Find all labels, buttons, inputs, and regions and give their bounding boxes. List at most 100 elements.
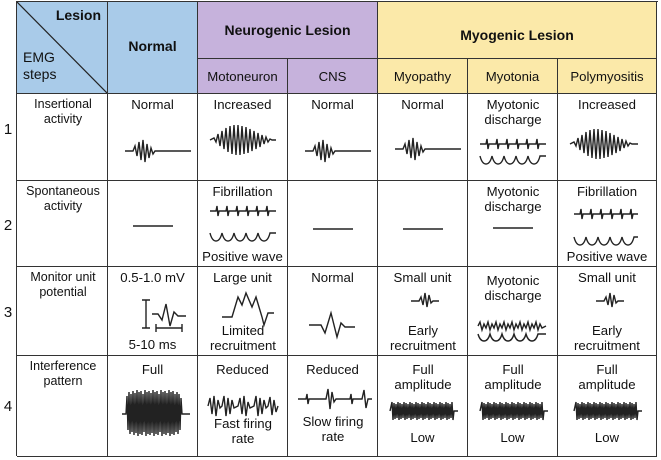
row1-myotonia: Myotonic discharge [468,94,558,181]
row2-polymyositis: Fibrillation Positive wave [558,181,657,267]
header-neurogenic-label: Neurogenic Lesion [224,22,351,38]
row3-myopathy: Small unit Early recruitment [378,267,468,356]
row2-myotonia-text: Myotonic discharge [484,184,542,214]
row1-myopathy: Normal [378,94,468,181]
header-motoneuron: Motoneuron [198,59,288,94]
corner-diagonal [17,2,107,93]
row2-myopathy-wave [403,228,443,230]
header-myopathy-label: Myopathy [393,69,452,84]
row1-cns-wave [305,139,371,163]
row1-normal-text: Normal [131,97,174,112]
row3-cns: Normal [288,267,378,356]
row4-normal: Full [108,356,198,457]
row3-myotonia-wave-positive [477,331,546,342]
row3-normal-bottom: 5-10 ms [128,337,177,352]
row-number-1: 1 [3,121,13,138]
row-number-3: 3 [3,304,13,321]
row4-myotonia-bottom: Low [500,430,525,445]
row2-label: Spontaneous activity [26,184,100,213]
row3-myotonia-wave-spikes [477,319,547,333]
row2-motoneuron-top: Fibrillation [212,184,273,199]
row2-cns-wave [313,228,353,230]
row4-myopathy-top: Full amplitude [394,362,452,392]
row4-motoneuron: Reduced Fast firing rate [198,356,288,457]
row2-motoneuron-positive-wave [209,232,276,242]
emg-table: Lesion EMG steps Normal Neurogenic Lesio… [16,1,658,457]
row2-polymyositis-fibrillation-wave [574,208,638,220]
row1-motoneuron-text: Increased [213,97,272,112]
row1-myotonia-wave-positive [479,155,546,165]
row1-motoneuron: Increased [198,94,288,181]
row1-myotonia-wave-spikes [480,138,546,150]
row3-polymyositis-mup-wave [596,292,624,308]
header-cns: CNS [288,59,378,94]
row2-myotonia-wave [493,227,533,229]
row3-motoneuron-top: Large unit [213,270,272,285]
row3-myopathy-top: Small unit [393,270,452,285]
row3-myopathy-mup-wave [411,292,439,308]
row4-polymyositis-bottom: Low [594,430,620,445]
row1-normal-wave [125,139,191,163]
row3-motoneuron-bottom: Limited recruitment [210,323,276,353]
header-myotonia: Myotonia [468,59,558,94]
row3-myotonia-text: Myotonic discharge [484,273,542,303]
row3-normal-top: 0.5-1.0 mV [120,270,185,285]
row1-label-cell: Insertional activity [17,94,108,181]
row1-myotonia-text: Myotonic discharge [484,97,542,127]
header-myopathy: Myopathy [378,59,468,94]
row1-cns: Normal [288,94,378,181]
row2-polymyositis-positive-wave [573,236,638,246]
row1-polymyositis-wave [569,128,638,160]
row2-myotonia: Myotonic discharge [468,181,558,267]
row1-polymyositis: Increased [558,94,657,181]
row3-polymyositis-top: Small unit [578,270,636,285]
row3-cns-mup-wave [309,310,355,340]
row3-myopathy-bottom: Early recruitment [390,323,456,353]
row4-cns-top: Reduced [306,362,359,377]
row4-motoneuron-bottom: Fast firing rate [214,416,272,446]
row1-cns-text: Normal [311,97,354,112]
row2-myopathy [378,181,468,267]
row4-polymyositis-interference-wave [573,401,642,421]
row4-motoneuron-top: Reduced [216,362,269,377]
row3-label: Monitor unit potential [30,270,96,299]
row1-polymyositis-text: Increased [578,97,636,112]
header-myogenic: Myogenic Lesion [378,2,657,59]
row3-label-cell: Monitor unit potential [17,267,108,356]
row2-normal [108,181,198,267]
row4-myopathy-bottom: Low [410,430,435,445]
row2-motoneuron-fibrillation-wave [210,205,276,217]
row4-normal-interference-wave [122,389,190,437]
row2-motoneuron-bottom: Positive wave [202,249,283,264]
row1-motoneuron-wave [209,124,276,156]
row1-myopathy-text: Normal [401,97,444,112]
row3-motoneuron: Large unit Limited recruitment [198,267,288,356]
row4-myotonia: Full amplitude Low [468,356,558,457]
row1-label: Insertional activity [34,97,92,126]
row4-label: Interference pattern [29,359,97,388]
row2-cns [288,181,378,267]
row4-cns: Reduced Slow firing rate [288,356,378,457]
row4-myopathy-interference-wave [389,401,458,421]
row4-cns-bottom: Slow firing rate [302,414,364,444]
row4-motoneuron-interference-wave [207,395,279,417]
row3-polymyositis: Small unit Early recruitment [558,267,657,356]
corner-header: Lesion EMG steps [17,2,108,94]
header-myogenic-label: Myogenic Lesion [460,27,574,43]
row4-polymyositis: Full amplitude Low [558,356,657,457]
header-neurogenic: Neurogenic Lesion [198,2,378,59]
row3-normal: 0.5-1.0 mV 5-10 ms [108,267,198,356]
header-motoneuron-label: Motoneuron [207,69,278,84]
row4-polymyositis-top: Full amplitude [578,362,636,392]
row3-normal-mup-wave [142,299,186,332]
header-normal: Normal [108,2,198,94]
corner-lesion-label: Lesion [55,7,101,23]
row4-myotonia-top: Full amplitude [484,362,542,392]
header-polymyositis-label: Polymyositis [570,69,644,84]
row4-label-cell: Interference pattern [17,356,108,457]
row2-polymyositis-top: Fibrillation [576,184,638,199]
row1-normal: Normal [108,94,198,181]
row2-normal-wave [133,225,173,227]
row3-motoneuron-mup-wave [222,291,274,328]
